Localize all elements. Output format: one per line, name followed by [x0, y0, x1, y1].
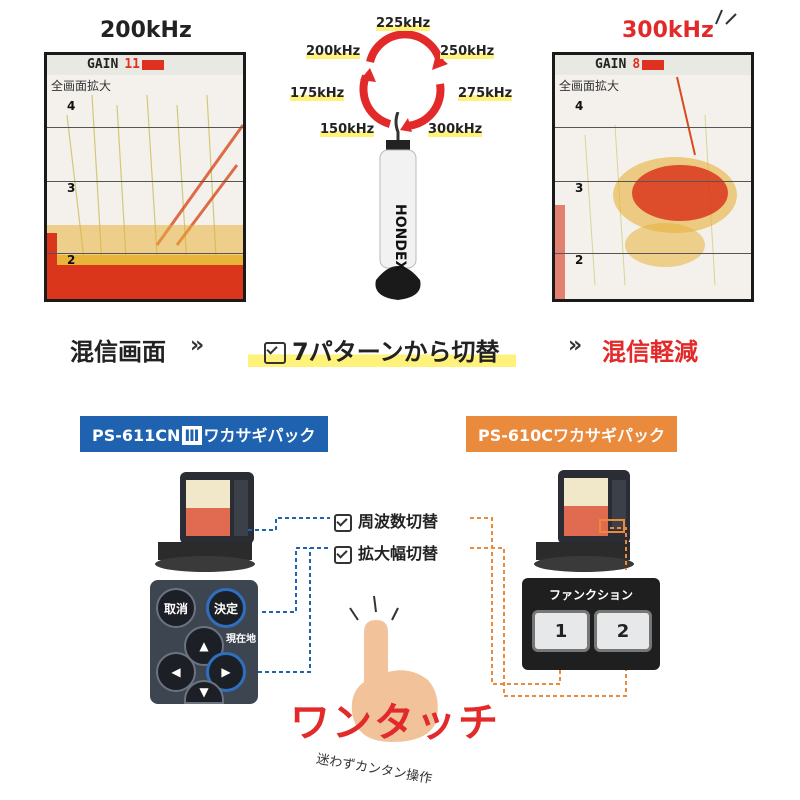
right-frequency-title: 300kHz: [622, 18, 714, 43]
feature-zoom-width-switch: 拡大幅切替: [334, 540, 439, 564]
freq-175: 175kHz: [290, 86, 345, 101]
up-arrow-key[interactable]: ▲: [184, 626, 224, 666]
right-depth-3: 3: [575, 181, 584, 195]
easy-operation-subtext: 迷わずカンタン操作: [315, 751, 434, 788]
function-key-1[interactable]: 1: [532, 610, 590, 652]
pointing-hand-icon: [332, 592, 452, 742]
freq-275: 275kHz: [458, 86, 513, 101]
freq-300: 300kHz: [428, 122, 483, 137]
check-icon: [264, 342, 286, 364]
right-pack-badge: PS-610Cワカサギパック: [466, 416, 678, 452]
cycle-arrows-icon: [359, 30, 448, 132]
left-sonar-echo: [47, 55, 243, 299]
feature-frequency-switch: 周波数切替: [334, 508, 439, 532]
left-arrows: »: [190, 333, 205, 358]
freq-225: 225kHz: [376, 16, 431, 31]
right-caption: 混信軽減: [602, 338, 698, 366]
onetouch-title: ワンタッチ: [290, 700, 500, 746]
function-title: ファンクション: [548, 588, 633, 602]
middle-caption: 7パターンから切替: [292, 338, 500, 366]
transducer-brand: HONDEX: [392, 204, 408, 272]
right-freq-accent-lines: [712, 4, 742, 28]
current-location-label: 現在地: [226, 634, 256, 645]
function-panel: ファンクション 1 2: [522, 578, 660, 670]
right-sonar-echo: [555, 55, 751, 299]
left-zoom-label: 全画面拡大: [51, 79, 112, 93]
left-keypad: 取消 決定 現在地 ▲ ◀ ▶ ▼: [150, 580, 258, 704]
pack-mark: Ⅲ: [182, 426, 202, 445]
frequency-cycle-diagram: 225kHz 200kHz 250kHz 175kHz 275kHz 150kH…: [290, 14, 520, 144]
transducer-illustration: HONDEX: [368, 111, 428, 322]
right-arrows: »: [568, 333, 583, 358]
right-fishfinder-device: [530, 468, 640, 578]
right-depth-4: 4: [575, 99, 584, 113]
check-icon: [334, 513, 352, 532]
cancel-key[interactable]: 取消: [156, 588, 196, 628]
left-depth-3: 3: [67, 181, 76, 195]
enter-key[interactable]: 決定: [206, 588, 246, 628]
middle-caption-row: 7パターンから切替: [248, 332, 516, 367]
freq-250: 250kHz: [440, 44, 495, 59]
left-fishfinder-device: [150, 468, 260, 578]
check-icon: [334, 545, 352, 564]
left-depth-2: 2: [67, 253, 76, 267]
function-key-2[interactable]: 2: [594, 610, 652, 652]
right-zoom-label: 全画面拡大: [559, 79, 620, 93]
left-frequency-title: 200kHz: [100, 18, 192, 43]
right-depth-2: 2: [575, 253, 584, 267]
left-caption: 混信画面: [70, 338, 166, 366]
freq-200: 200kHz: [306, 44, 361, 59]
freq-150: 150kHz: [320, 122, 375, 137]
left-depth-4: 4: [67, 99, 76, 113]
